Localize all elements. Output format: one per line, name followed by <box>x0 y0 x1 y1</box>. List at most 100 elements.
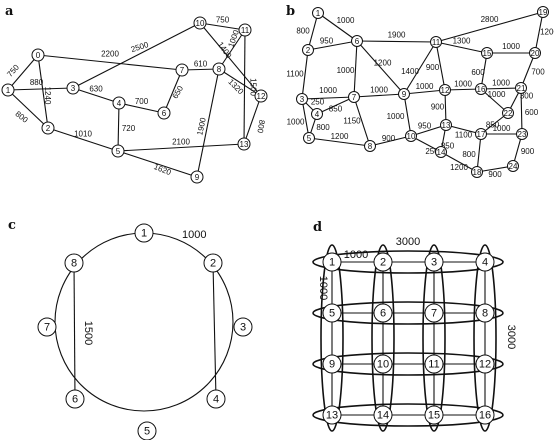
b-edge-weight-19-20: 1200 <box>540 28 554 37</box>
b-edge-13-17 <box>445 124 482 135</box>
b-node-17-circle <box>475 128 487 140</box>
a-node-7: 7 <box>175 63 189 77</box>
b-node-4-label: 4 <box>315 110 320 119</box>
d-node-7-circle <box>424 303 444 323</box>
a-edge-4-5 <box>117 102 120 152</box>
c-node-6: 6 <box>65 389 85 409</box>
d-node-10-circle <box>373 354 393 374</box>
b-node-11-label: 11 <box>432 38 441 47</box>
b-edge-weight-9-10: 1000 <box>387 112 405 121</box>
a-node-2: 2 <box>41 121 55 135</box>
c-node-1: 1 <box>134 223 154 243</box>
b-node-20: 20 <box>529 47 541 59</box>
b-edge-weight-3-5: 1000 <box>287 118 305 127</box>
a-node-0: 0 <box>31 48 45 62</box>
d-node-15-label: 15 <box>428 410 440 422</box>
b-edge-18-24 <box>476 165 514 173</box>
b-edge-weight-6-9: 1200 <box>374 59 392 68</box>
a-edge-8-12 <box>218 68 262 97</box>
a-node-5: 5 <box>111 144 125 158</box>
d-node-2: 2 <box>373 252 393 272</box>
d-node-6: 6 <box>373 303 393 323</box>
a-edge-weight-3-10: 2500 <box>130 40 150 54</box>
b-edge-weight-7-8: 1150 <box>343 117 361 126</box>
a-edge-6-7 <box>163 69 183 114</box>
d-node-9-circle <box>322 354 342 374</box>
b-node-18-circle <box>471 166 483 178</box>
d-col-ring-4 <box>473 244 497 432</box>
b-edge-weight-10-13: 950 <box>418 122 432 131</box>
a-edge-weight-7-8: 610 <box>194 60 208 69</box>
b-edge-weight-11-12: 900 <box>426 63 440 72</box>
b-node-14-circle <box>435 146 447 158</box>
d-row-ring-4 <box>312 403 504 427</box>
b-node-15-circle <box>481 47 493 59</box>
b-node-12: 12 <box>439 84 451 96</box>
d-node-4-label: 4 <box>482 257 488 269</box>
b-node-21: 21 <box>515 82 527 94</box>
a-edge-2-5 <box>47 127 119 152</box>
b-edge-21-23 <box>520 87 523 135</box>
b-node-9-label: 9 <box>402 90 407 99</box>
b-edge-weight-3-7: 1000 <box>319 86 337 95</box>
b-node-14-label: 14 <box>437 148 446 157</box>
c-node-3: 3 <box>233 317 253 337</box>
c-chord-2-4 <box>212 262 217 400</box>
b-node-16-circle <box>475 83 487 95</box>
b-edge-12-16 <box>444 88 482 91</box>
a-node-4-label: 4 <box>117 99 122 108</box>
d-node-10: 10 <box>373 354 393 374</box>
b-edge-4-7 <box>316 96 355 115</box>
b-edge-weight-1-6: 1000 <box>337 16 355 25</box>
d-node-6-label: 6 <box>380 308 386 320</box>
b-edge-weight-4-5: 800 <box>316 123 330 132</box>
b-node-4: 4 <box>311 108 323 120</box>
a-edge-11-13 <box>243 29 246 145</box>
c-ring-weight: 1000 <box>182 229 206 241</box>
a-edge-11-8 <box>218 29 246 70</box>
b-edge-16-22 <box>480 88 509 114</box>
d-node-14-circle <box>373 405 393 425</box>
a-node-8-label: 8 <box>217 65 222 74</box>
b-node-1-circle <box>312 7 324 19</box>
a-node-13-circle <box>237 137 251 151</box>
b-node-2: 2 <box>302 44 314 56</box>
d-node-2-circle <box>373 252 393 272</box>
c-node-7: 7 <box>37 317 57 337</box>
b-node-10-label: 10 <box>407 132 416 141</box>
d-node-1-circle <box>322 252 342 272</box>
a-edge-weight-1-2: 800 <box>14 109 30 125</box>
b-node-19-label: 19 <box>539 8 548 17</box>
d-node-7: 7 <box>424 303 444 323</box>
a-node-3-label: 3 <box>71 84 76 93</box>
d-node-5-label: 5 <box>329 308 335 320</box>
d-node-11: 11 <box>424 354 444 374</box>
b-node-11-circle <box>430 36 442 48</box>
d-node-8: 8 <box>475 303 495 323</box>
a-edge-weight-1-0: 750 <box>5 62 21 78</box>
b-node-13-circle <box>440 119 452 131</box>
b-node-7: 7 <box>348 91 360 103</box>
d-node-8-circle <box>475 303 495 323</box>
a-node-7-label: 7 <box>180 66 185 75</box>
d-node-13-label: 13 <box>326 410 338 422</box>
d-row-ring-2 <box>312 301 504 325</box>
d-node-16: 16 <box>475 405 495 425</box>
b-edge-15-16 <box>480 52 488 90</box>
a-edge-4-6 <box>118 102 165 114</box>
b-edge-weight-21-22: 300 <box>520 92 534 101</box>
b-node-18: 18 <box>471 166 483 178</box>
b-edge-weight-9-12: 1000 <box>416 82 434 91</box>
c-node-4: 4 <box>206 389 226 409</box>
b-edge-weight-10-14: 250 <box>425 147 439 156</box>
a-node-6-label: 6 <box>162 109 167 118</box>
b-edge-weight-8-10: 900 <box>382 134 396 143</box>
b-edge-7-9 <box>353 93 405 98</box>
c-node-2-circle <box>203 253 223 273</box>
d-node-16-label: 16 <box>479 410 491 422</box>
a-node-6: 6 <box>157 106 171 120</box>
